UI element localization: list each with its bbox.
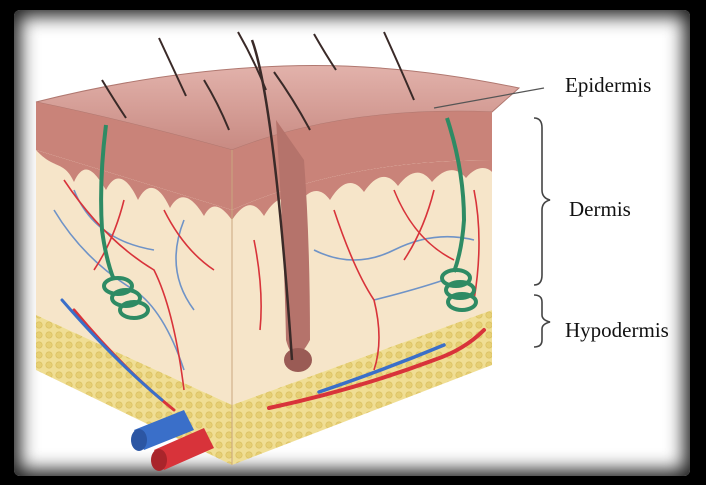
diagram-panel: Epidermis Dermis Hypodermis: [14, 10, 690, 476]
hypodermis-bracket: [534, 295, 550, 347]
label-dermis: Dermis: [569, 197, 631, 222]
label-hypodermis: Hypodermis: [565, 318, 669, 343]
dermis-bracket: [534, 118, 550, 285]
label-epidermis: Epidermis: [565, 73, 651, 98]
